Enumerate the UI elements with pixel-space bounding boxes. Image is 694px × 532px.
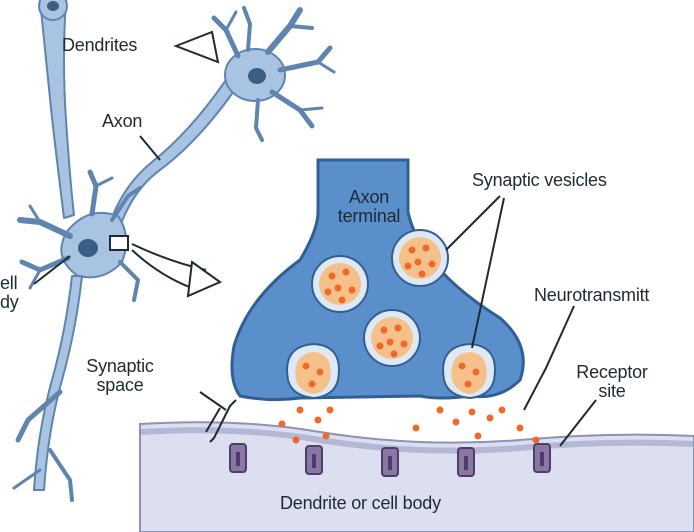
dendrite-or-cell-body-label: Dendrite or cell body bbox=[280, 493, 441, 513]
cell-body-label-line1: ell bbox=[0, 273, 18, 293]
magnify-arrow-shaft-lower bbox=[131, 249, 193, 289]
synaptic-space-label-line2: space bbox=[96, 375, 144, 395]
upper-neuron-nucleus bbox=[248, 68, 266, 84]
dendrites-label: Dendrites bbox=[62, 35, 138, 55]
cell-body-label-line2: dy bbox=[0, 292, 19, 312]
cell-body-leader bbox=[33, 255, 71, 285]
receptor-site-leader bbox=[559, 399, 597, 447]
receptor-site-label-line1: Receptor bbox=[576, 362, 648, 382]
postsynaptic-membrane bbox=[139, 421, 694, 532]
magnify-box bbox=[109, 235, 129, 251]
axon-terminal-label-line2: terminal bbox=[337, 206, 401, 226]
leader-lines bbox=[33, 30, 597, 447]
synaptic-vesicles bbox=[286, 229, 496, 400]
magnify-arrow-head bbox=[186, 260, 223, 298]
axon-label: Axon bbox=[102, 111, 143, 131]
vesicle bbox=[363, 309, 421, 367]
neurotransmitter-leader bbox=[523, 305, 575, 411]
axon-leader bbox=[139, 135, 161, 161]
vesicle bbox=[391, 229, 449, 287]
neurotransmitter-molecules bbox=[278, 244, 540, 444]
cell-body-nucleus bbox=[78, 239, 98, 257]
neuron bbox=[12, 0, 336, 502]
axon-terminal-label-line1: Axon bbox=[348, 187, 390, 207]
neurotransmitter-label: Neurotransmitt bbox=[534, 285, 650, 305]
synaptic-vesicles-label: Synaptic vesicles bbox=[472, 170, 607, 190]
vesicle bbox=[311, 255, 369, 313]
fusing-vesicle bbox=[442, 342, 496, 400]
top-neuron-nucleus bbox=[47, 1, 59, 11]
receptor-site-label-line2: site bbox=[598, 381, 626, 401]
synaptic-vesicles-leader bbox=[445, 195, 501, 251]
dendrites-leader bbox=[173, 30, 220, 64]
fusing-vesicle bbox=[286, 342, 340, 400]
synaptic-space-label-line1: Synaptic bbox=[86, 356, 154, 376]
axon-terminal bbox=[230, 158, 525, 402]
receptor-sites bbox=[229, 443, 551, 477]
synaptic-space-leader bbox=[199, 391, 227, 433]
